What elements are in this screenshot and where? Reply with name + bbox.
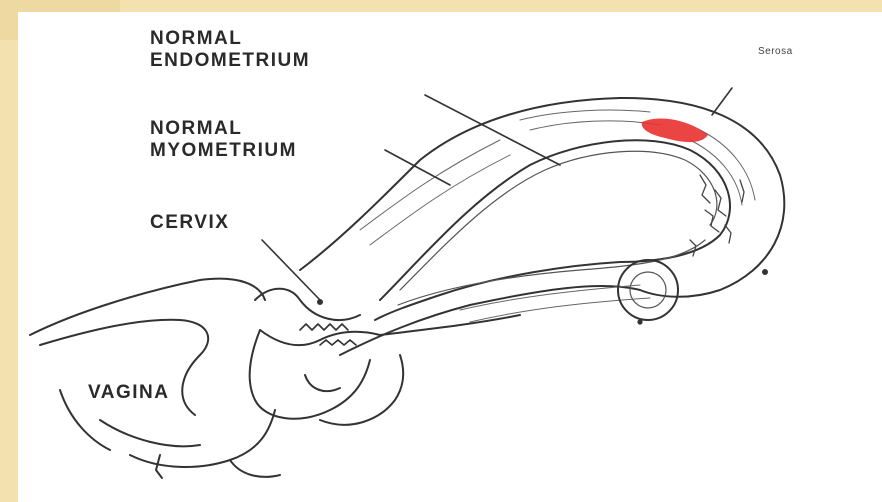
endometrial-implant-highlight (642, 118, 708, 142)
lower-segment-outline (380, 315, 520, 335)
label-vagina: VAGINA (88, 382, 169, 404)
endometrium-pointer (425, 95, 560, 165)
label-endometrium-line1: NORMAL (150, 28, 310, 50)
vagina-outline (30, 279, 265, 335)
label-serosa: Serosa (758, 46, 793, 57)
label-normal-myometrium: NORMAL MYOMETRIUM (150, 118, 297, 162)
serosa-pointer (712, 88, 732, 115)
label-cervix: CERVIX (150, 212, 229, 234)
label-normal-endometrium: NORMAL ENDOMETRIUM (150, 28, 310, 72)
myometrium-pointer (385, 150, 450, 185)
cervix-outline (255, 289, 360, 320)
gland-cluster-circle (618, 260, 678, 320)
label-endometrium-line2: ENDOMETRIUM (150, 50, 310, 72)
label-myometrium-line2: MYOMETRIUM (150, 140, 297, 162)
label-myometrium-line1: NORMAL (150, 118, 297, 140)
